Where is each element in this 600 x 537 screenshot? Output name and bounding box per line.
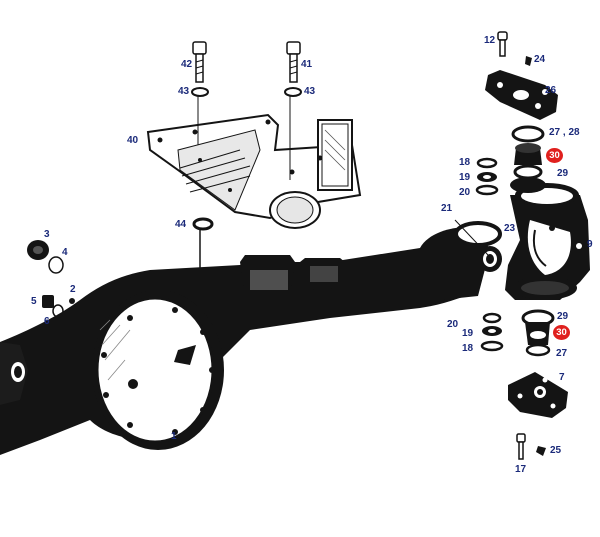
- callout-20-lower: 20: [447, 319, 459, 330]
- callout-6: 6: [44, 316, 50, 327]
- callout-19-lower: 19: [462, 328, 474, 339]
- callout-21: 21: [441, 203, 453, 214]
- callout-43-right: 43: [304, 86, 316, 97]
- bottom-plate: [508, 372, 568, 460]
- callout-23: 23: [504, 223, 516, 234]
- shim-stack-upper: [475, 157, 499, 196]
- callout-29-lower: 29: [557, 311, 569, 322]
- upper-kingpin-stack: [510, 125, 546, 193]
- callout-4: 4: [62, 247, 68, 258]
- callout-24: 24: [534, 54, 546, 65]
- highlight-badge-30-lower: 30: [553, 325, 570, 340]
- callout-19-upper: 19: [459, 172, 471, 183]
- callout-27-lower: 27: [556, 348, 568, 359]
- bolts-and-washers: [191, 41, 302, 231]
- callout-26: 26: [545, 85, 557, 96]
- callout-43-left: 43: [178, 86, 190, 97]
- callout-1: 1: [171, 431, 177, 442]
- highlight-badge-30-upper: 30: [546, 148, 563, 163]
- callout-40: 40: [127, 135, 139, 146]
- swivel-housing: [505, 183, 590, 300]
- callout-44: 44: [175, 219, 187, 230]
- small-left-parts: [27, 240, 75, 318]
- callout-42: 42: [181, 59, 193, 70]
- callout-20-upper: 20: [459, 187, 471, 198]
- callout-18-upper: 18: [459, 157, 471, 168]
- callout-25: 25: [550, 445, 562, 456]
- callout-5: 5: [31, 296, 37, 307]
- lower-kingpin-stack: [521, 309, 555, 357]
- callout-18-lower: 18: [462, 343, 474, 354]
- support-bracket: [146, 95, 362, 229]
- axle-beam: [0, 220, 502, 455]
- callout-2: 2: [70, 284, 76, 295]
- callout-17: 17: [515, 464, 527, 475]
- callout-41: 41: [301, 59, 313, 70]
- top-arm: [485, 31, 558, 120]
- hub-seal: [454, 219, 502, 272]
- callout-9: 9: [587, 239, 593, 250]
- callout-27-28: 27 , 28: [549, 127, 580, 138]
- callout-29-upper: 29: [557, 168, 569, 179]
- callout-12: 12: [484, 35, 496, 46]
- shim-stack-lower: [480, 312, 504, 352]
- callout-3: 3: [44, 229, 50, 240]
- callout-7: 7: [559, 372, 565, 383]
